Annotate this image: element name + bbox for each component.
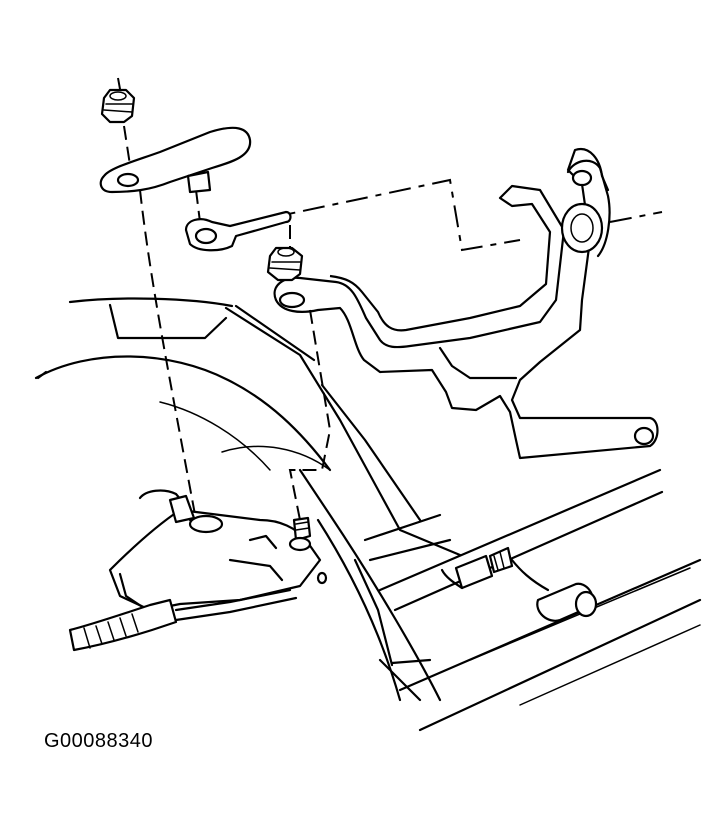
frame-structure — [34, 297, 702, 732]
sensor-assembly — [440, 546, 598, 622]
figure-id-label: G00088340 — [44, 730, 154, 752]
upper-lever-assembly — [99, 88, 306, 309]
mounting-bracket — [273, 147, 659, 460]
lower-switch-assembly — [68, 489, 328, 652]
